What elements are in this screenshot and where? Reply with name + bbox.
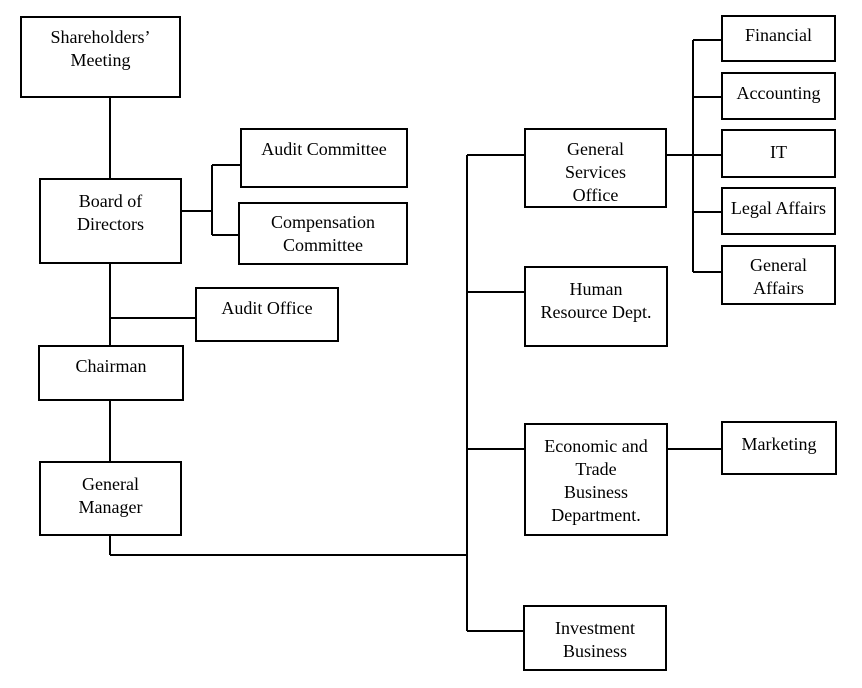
- economic-trade-business-dept-box: Economic and Trade Business Department.: [524, 423, 668, 536]
- it-box: IT: [721, 129, 836, 178]
- human-resource-dept-label: Human Resource Dept.: [540, 279, 652, 322]
- general-manager-box: General Manager: [39, 461, 182, 536]
- board-of-directors-box: Board of Directors: [39, 178, 182, 264]
- compensation-committee-box: Compensation Committee: [238, 202, 408, 265]
- general-services-office-box: General Services Office: [524, 128, 667, 208]
- chairman-box: Chairman: [38, 345, 184, 401]
- shareholders-meeting-box: Shareholders’ Meeting: [20, 16, 181, 98]
- it-label: IT: [770, 142, 787, 162]
- compensation-committee-label: Compensation Committee: [271, 212, 375, 255]
- legal-affairs-label: Legal Affairs: [730, 198, 827, 218]
- general-affairs-box: General Affairs: [721, 245, 836, 305]
- accounting-label: Accounting: [736, 83, 821, 103]
- chairman-label: Chairman: [75, 356, 147, 376]
- general-manager-label: General Manager: [78, 474, 143, 517]
- audit-office-box: Audit Office: [195, 287, 339, 342]
- investment-business-box: Investment Business: [523, 605, 667, 671]
- investment-business-label: Investment Business: [555, 618, 635, 661]
- audit-committee-label: Audit Committee: [261, 139, 387, 159]
- general-affairs-label: General Affairs: [750, 255, 807, 298]
- financial-box: Financial: [721, 15, 836, 62]
- accounting-box: Accounting: [721, 72, 836, 120]
- financial-label: Financial: [745, 25, 812, 45]
- audit-office-label: Audit Office: [221, 298, 313, 318]
- board-of-directors-label: Board of Directors: [77, 191, 144, 234]
- marketing-box: Marketing: [721, 421, 837, 475]
- general-services-office-label: General Services Office: [565, 139, 626, 205]
- human-resource-dept-box: Human Resource Dept.: [524, 266, 668, 347]
- audit-committee-box: Audit Committee: [240, 128, 408, 188]
- shareholders-meeting-label: Shareholders’ Meeting: [50, 27, 151, 70]
- marketing-label: Marketing: [741, 434, 817, 454]
- economic-trade-business-dept-label: Economic and Trade Business Department.: [544, 436, 648, 525]
- legal-affairs-box: Legal Affairs: [721, 187, 836, 235]
